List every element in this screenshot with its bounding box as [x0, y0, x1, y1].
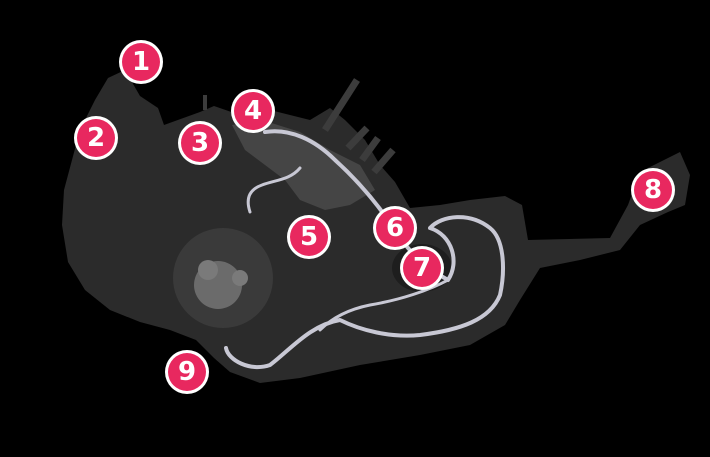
marker-label: 7	[403, 249, 441, 287]
marker-label: 1	[122, 43, 160, 81]
marker-label: 5	[290, 218, 328, 256]
crater-blob	[198, 260, 218, 280]
map-marker-1[interactable]: 1	[119, 40, 163, 84]
marker-label: 3	[181, 124, 219, 162]
crater-blob	[232, 270, 248, 286]
marker-label: 6	[376, 209, 414, 247]
map-marker-2[interactable]: 2	[74, 116, 118, 160]
town-area	[232, 120, 375, 210]
marker-label: 8	[634, 171, 672, 209]
piers	[322, 78, 396, 175]
map-marker-3[interactable]: 3	[178, 121, 222, 165]
map-marker-9[interactable]: 9	[165, 350, 209, 394]
marker-label: 2	[77, 119, 115, 157]
map-marker-4[interactable]: 4	[231, 89, 275, 133]
side-road	[246, 166, 302, 214]
map-marker-5[interactable]: 5	[287, 215, 331, 259]
marker-label: 4	[234, 92, 272, 130]
map-marker-7[interactable]: 7	[400, 246, 444, 290]
map-marker-8[interactable]: 8	[631, 168, 675, 212]
marker-label: 9	[168, 353, 206, 391]
map-marker-6[interactable]: 6	[373, 206, 417, 250]
